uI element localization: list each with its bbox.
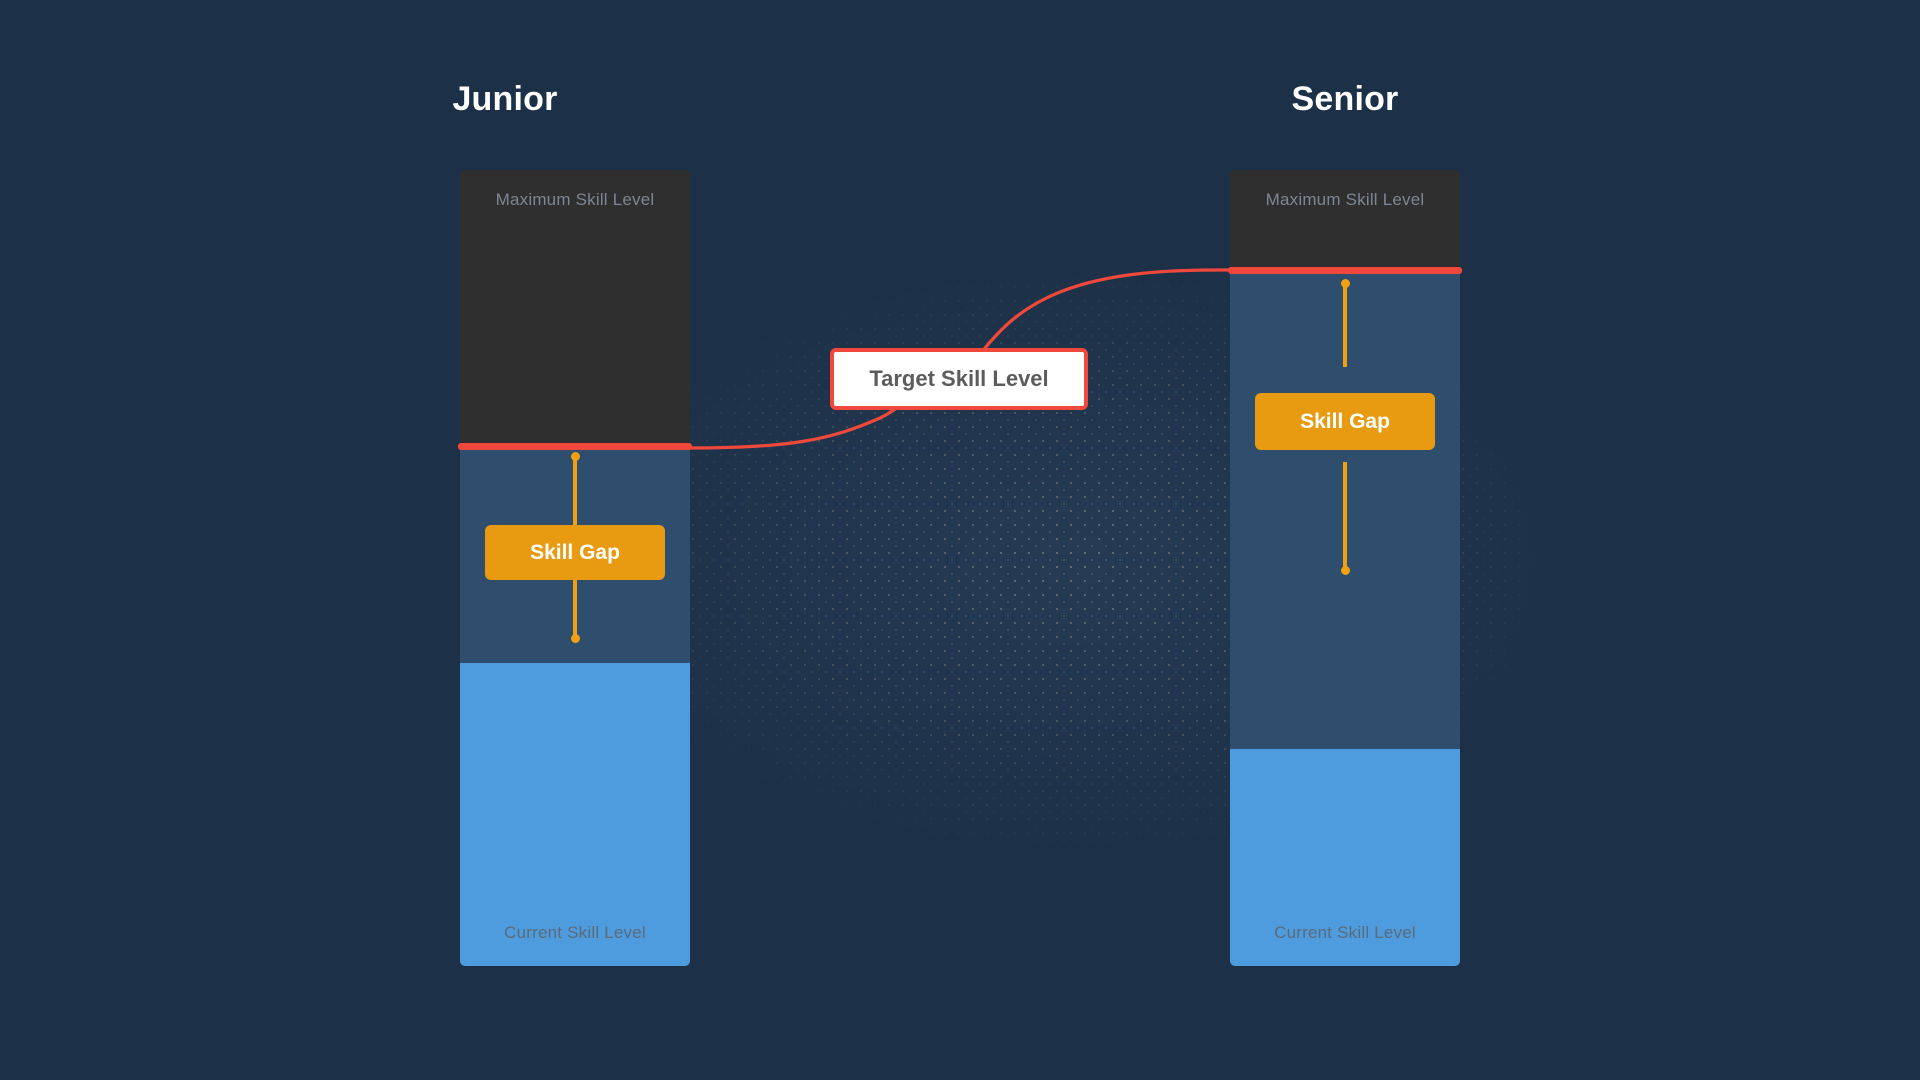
zone-label-maximum-senior: Maximum Skill Level bbox=[1265, 190, 1425, 209]
gap-connector-dot-bottom-junior bbox=[571, 634, 580, 643]
zone-current-senior bbox=[1230, 749, 1460, 966]
zone-current-junior bbox=[460, 663, 690, 966]
zone-label-current-senior: Current Skill Level bbox=[1274, 923, 1416, 942]
target-skill-level-callout[interactable]: Target Skill Level bbox=[830, 348, 1088, 410]
gap-connector-dot-top-junior bbox=[571, 452, 580, 461]
gap-connector-line-lower-senior bbox=[1343, 462, 1347, 572]
skill-gap-badge-senior[interactable]: Skill Gap bbox=[1255, 393, 1435, 450]
target-skill-line-senior bbox=[1228, 267, 1462, 274]
column-title-junior: Junior bbox=[452, 80, 558, 118]
skill-gap-badge-junior[interactable]: Skill Gap bbox=[485, 525, 665, 580]
zone-maximum-senior bbox=[1230, 170, 1460, 270]
gap-connector-line-senior bbox=[1343, 282, 1347, 367]
zone-maximum-junior bbox=[460, 170, 690, 444]
zone-label-maximum-junior: Maximum Skill Level bbox=[495, 190, 655, 209]
target-skill-line-junior bbox=[458, 443, 692, 450]
gap-connector-dot-top-senior bbox=[1341, 279, 1350, 288]
zone-label-current-junior: Current Skill Level bbox=[504, 923, 646, 942]
column-title-senior: Senior bbox=[1291, 80, 1399, 118]
gap-connector-dot-bottom-senior bbox=[1341, 566, 1350, 575]
